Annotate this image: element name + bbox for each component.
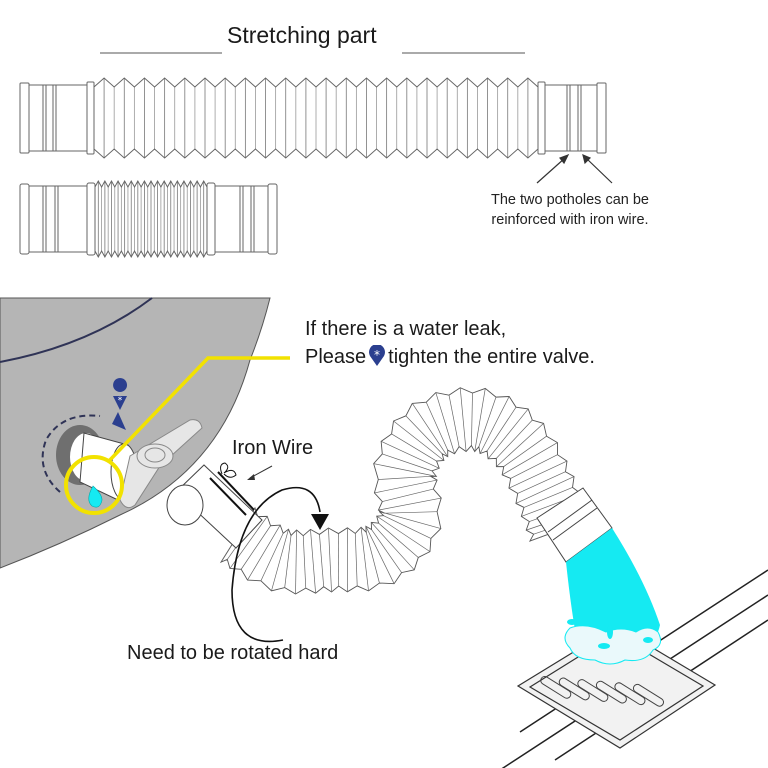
iron-wire-knot — [220, 462, 237, 478]
tighten-pin-icon-small: * — [113, 378, 128, 410]
pothole-arrows — [536, 153, 613, 184]
compressed-hose — [19, 179, 278, 259]
rotation-arrow — [231, 486, 321, 643]
section-title: Stretching part — [227, 22, 377, 48]
hose-right-lip — [596, 82, 607, 154]
stretched-hose — [19, 77, 607, 159]
tank-rim-arc — [0, 297, 153, 363]
hose-connector — [166, 464, 263, 549]
svg-text:*: * — [118, 396, 123, 406]
leak-highlight-circle — [64, 455, 124, 515]
water-drop-icon — [88, 485, 103, 508]
bellows-compressed — [94, 179, 208, 259]
iron-wire-label: Iron Wire — [232, 437, 314, 459]
rotate-label: Need to be rotated hard — [127, 642, 339, 664]
leak-note-please: Please — [305, 346, 367, 368]
tank-valve — [56, 419, 203, 509]
leak-note-instruction: tighten the entire valve. — [388, 346, 595, 368]
hose-outlet — [536, 487, 613, 563]
water-stream — [566, 528, 660, 655]
bellows-stretched — [93, 77, 539, 159]
hose-left-cuff — [28, 84, 88, 152]
rotation-arrowhead-icon — [311, 514, 329, 530]
callout-line — [106, 356, 290, 464]
bellows-curved — [219, 387, 592, 595]
water-splash — [564, 625, 662, 665]
hose-right-cuff — [544, 84, 604, 152]
potholes-note: The two potholes can be reinforced with … — [491, 192, 649, 228]
leak-note-line1: If there is a water leak, — [305, 318, 507, 340]
tighten-rotation-dashed — [41, 414, 101, 493]
tighten-pin-icon: * — [368, 344, 386, 367]
tighten-arrow-icon — [112, 412, 126, 430]
svg-text:*: * — [374, 348, 380, 362]
leak-note-line2: Please * tighten the entire valve. — [305, 344, 595, 369]
hose-left-lip — [19, 82, 30, 154]
